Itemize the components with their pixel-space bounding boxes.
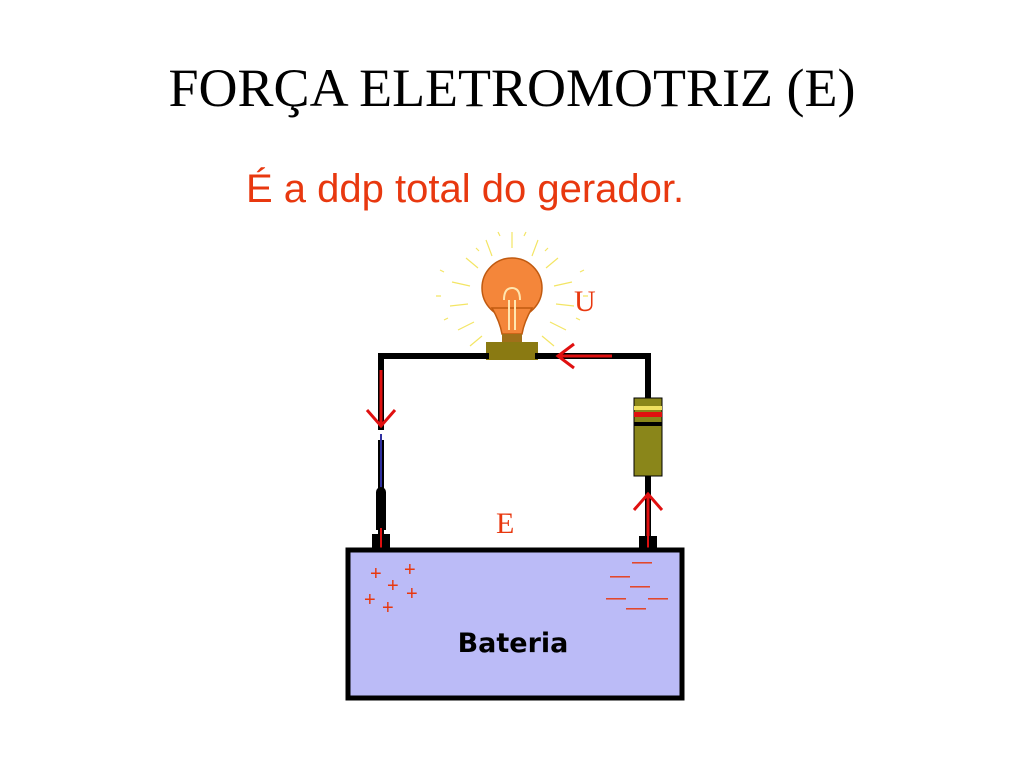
minus-sign: — <box>606 587 626 609</box>
current-arrow-top <box>555 342 612 370</box>
minus-sign: — <box>632 551 652 573</box>
battery-label: Bateria <box>458 628 569 659</box>
emf-label-e: E <box>496 507 514 540</box>
plus-sign: + <box>382 597 394 619</box>
plus-sign: + <box>370 563 382 585</box>
slide-subtitle: É a ddp total do gerador. <box>246 167 685 211</box>
positive-charges: + + + + + + <box>364 559 418 619</box>
current-arrow-left <box>365 370 397 429</box>
minus-sign: — <box>630 575 650 597</box>
minus-sign: — <box>626 597 646 619</box>
plus-sign: + <box>364 589 376 611</box>
plus-sign: + <box>406 583 418 605</box>
voltage-label-u: U <box>574 285 596 318</box>
bulb-glow <box>436 231 588 347</box>
light-bulb-icon <box>481 257 543 360</box>
circuit-wires <box>378 353 651 543</box>
battery-terminals <box>372 528 657 550</box>
plus-sign: + <box>387 575 399 597</box>
plus-sign: + <box>404 559 416 581</box>
minus-sign: — <box>648 587 668 609</box>
battery <box>345 547 685 701</box>
slide-title: FORÇA ELETROMOTRIZ (E) <box>168 58 856 118</box>
negative-charges: — — — — — — <box>606 551 668 619</box>
minus-sign: — <box>610 565 630 587</box>
resistor <box>633 397 663 477</box>
switch <box>375 430 387 530</box>
